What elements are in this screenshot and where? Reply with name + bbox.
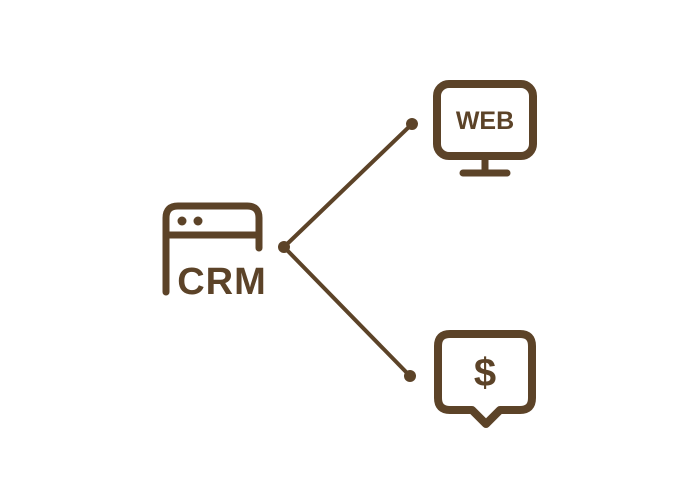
browser-window-dot-2: [193, 216, 203, 226]
connector-hub-dot: [278, 241, 290, 253]
dollar-speech-bubble-icon: [434, 330, 536, 428]
monitor-icon: [433, 80, 537, 177]
connectors: [282, 122, 414, 378]
crm-label: CRM: [177, 261, 267, 303]
connector-end-dot-web: [406, 118, 418, 130]
web-label: WEB: [456, 107, 514, 135]
dollar-label: $: [474, 351, 496, 395]
connector-nodes: [278, 118, 418, 382]
connector-line-crm-web: [282, 122, 414, 249]
connector-end-dot-payment: [404, 370, 416, 382]
browser-window-icon: [162, 202, 263, 296]
browser-window-outline: [162, 202, 263, 296]
connector-line-crm-payment: [282, 245, 412, 378]
browser-window-dot-1: [177, 216, 187, 226]
